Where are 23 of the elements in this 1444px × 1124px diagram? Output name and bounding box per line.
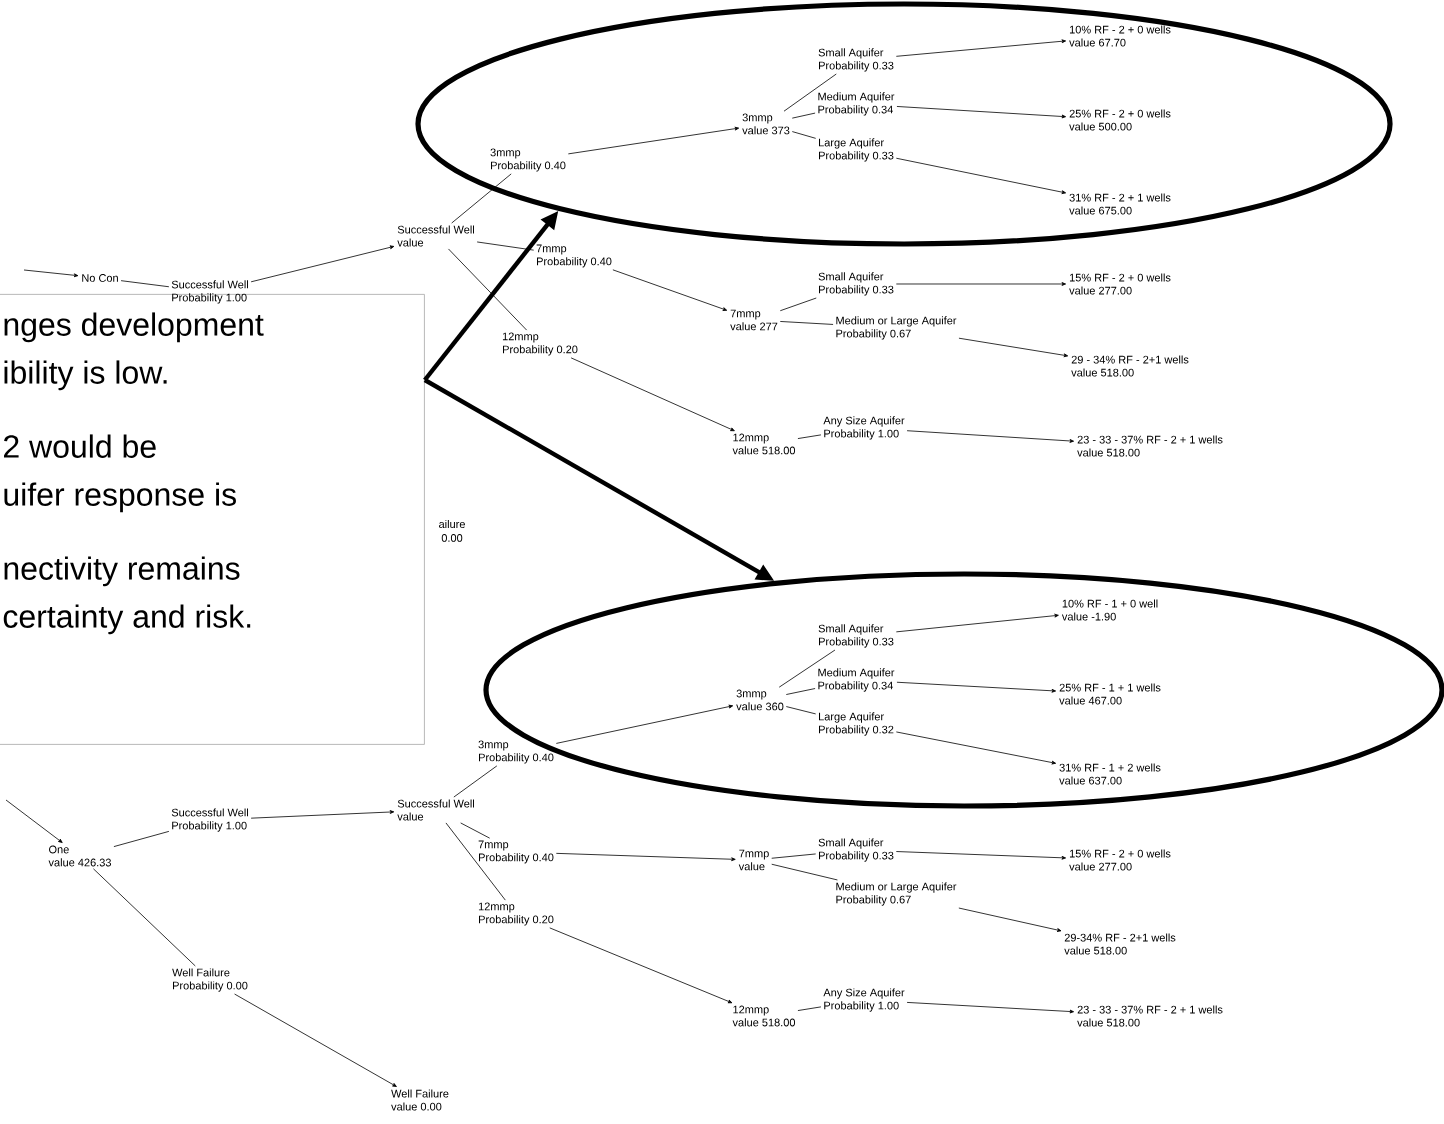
arrow	[906, 430, 1075, 443]
arrow	[895, 613, 1059, 633]
arrow	[958, 907, 1062, 932]
arrow	[896, 106, 1067, 119]
arrow	[906, 1002, 1075, 1014]
arrow	[549, 927, 733, 1004]
arrow	[958, 337, 1069, 358]
arrow	[896, 681, 1057, 693]
arrow	[555, 704, 734, 744]
arrow	[567, 126, 740, 155]
arrow	[5, 799, 63, 843]
arrow	[250, 810, 395, 819]
arrow	[895, 157, 1067, 194]
arrow	[895, 731, 1057, 765]
arrow	[234, 993, 397, 1087]
arrow	[250, 245, 395, 283]
arrow	[895, 851, 1067, 860]
arrow	[612, 269, 728, 311]
arrow	[23, 269, 79, 278]
arrow	[895, 39, 1067, 57]
arrow	[555, 852, 736, 862]
arrow	[570, 357, 735, 432]
arrow	[895, 282, 1067, 286]
